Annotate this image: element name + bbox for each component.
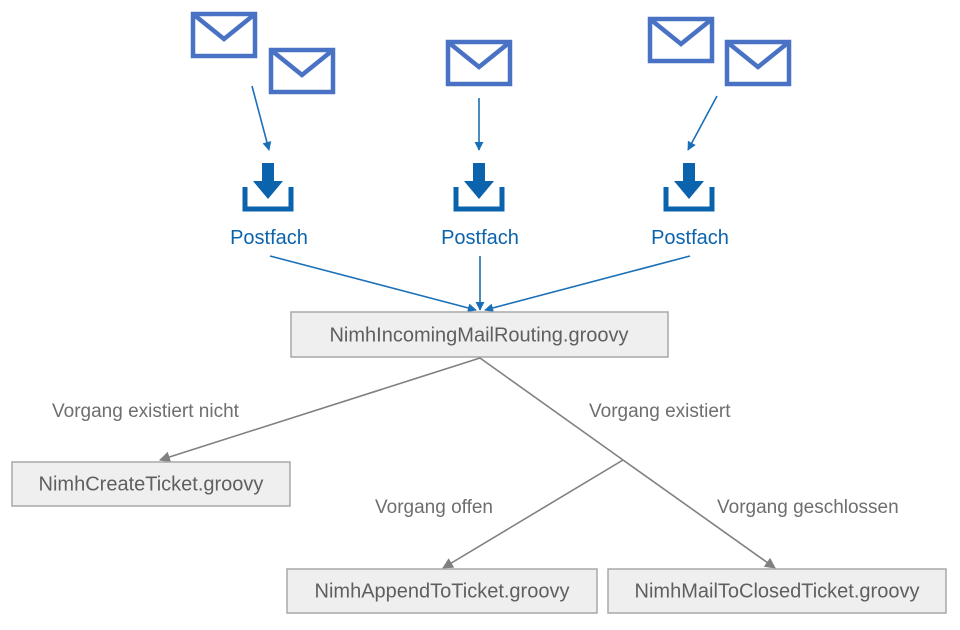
arrow-split-to-closed <box>622 459 776 569</box>
create-ticket-node-label: NimhCreateTicket.groovy <box>39 473 264 495</box>
append-ticket-node: NimhAppendToTicket.groovy <box>286 568 598 614</box>
arrow-envelope-to-mailbox-3 <box>687 95 718 151</box>
inbox-download-icon <box>242 163 294 212</box>
envelope-icon <box>445 39 513 87</box>
edge-label-closed: Vorgang geschlossen <box>717 497 899 518</box>
edge-label-exists: Vorgang existiert <box>589 401 731 422</box>
mailbox-label: Postfach <box>230 227 308 249</box>
arrow-split-to-append <box>442 459 624 569</box>
line-router-to-split <box>479 357 624 461</box>
inbox-download-icon <box>663 163 715 212</box>
mailbox-label: Postfach <box>441 227 519 249</box>
arrow-mailbox-to-router-1 <box>269 255 477 313</box>
router-node: NimhIncomingMailRouting.groovy <box>290 311 669 358</box>
closed-ticket-node-label: NimhMailToClosedTicket.groovy <box>635 580 920 602</box>
arrow-router-to-create <box>158 357 481 463</box>
edge-label-not-exists: Vorgang existiert nicht <box>52 401 240 422</box>
envelope-icon <box>724 39 792 87</box>
closed-ticket-node: NimhMailToClosedTicket.groovy <box>607 568 947 614</box>
create-ticket-node: NimhCreateTicket.groovy <box>11 461 291 507</box>
envelope-icon <box>190 11 258 59</box>
arrow-envelope-to-mailbox-1 <box>251 85 272 151</box>
envelope-icon <box>268 47 336 95</box>
edge-label-open: Vorgang offen <box>375 497 493 518</box>
inbox-download-icon <box>453 163 505 212</box>
arrow-mailbox-to-router-3 <box>484 255 691 313</box>
append-ticket-node-label: NimhAppendToTicket.groovy <box>315 580 570 602</box>
mailbox-label: Postfach <box>651 227 729 249</box>
envelope-icon <box>647 16 715 64</box>
router-node-label: NimhIncomingMailRouting.groovy <box>329 324 628 346</box>
